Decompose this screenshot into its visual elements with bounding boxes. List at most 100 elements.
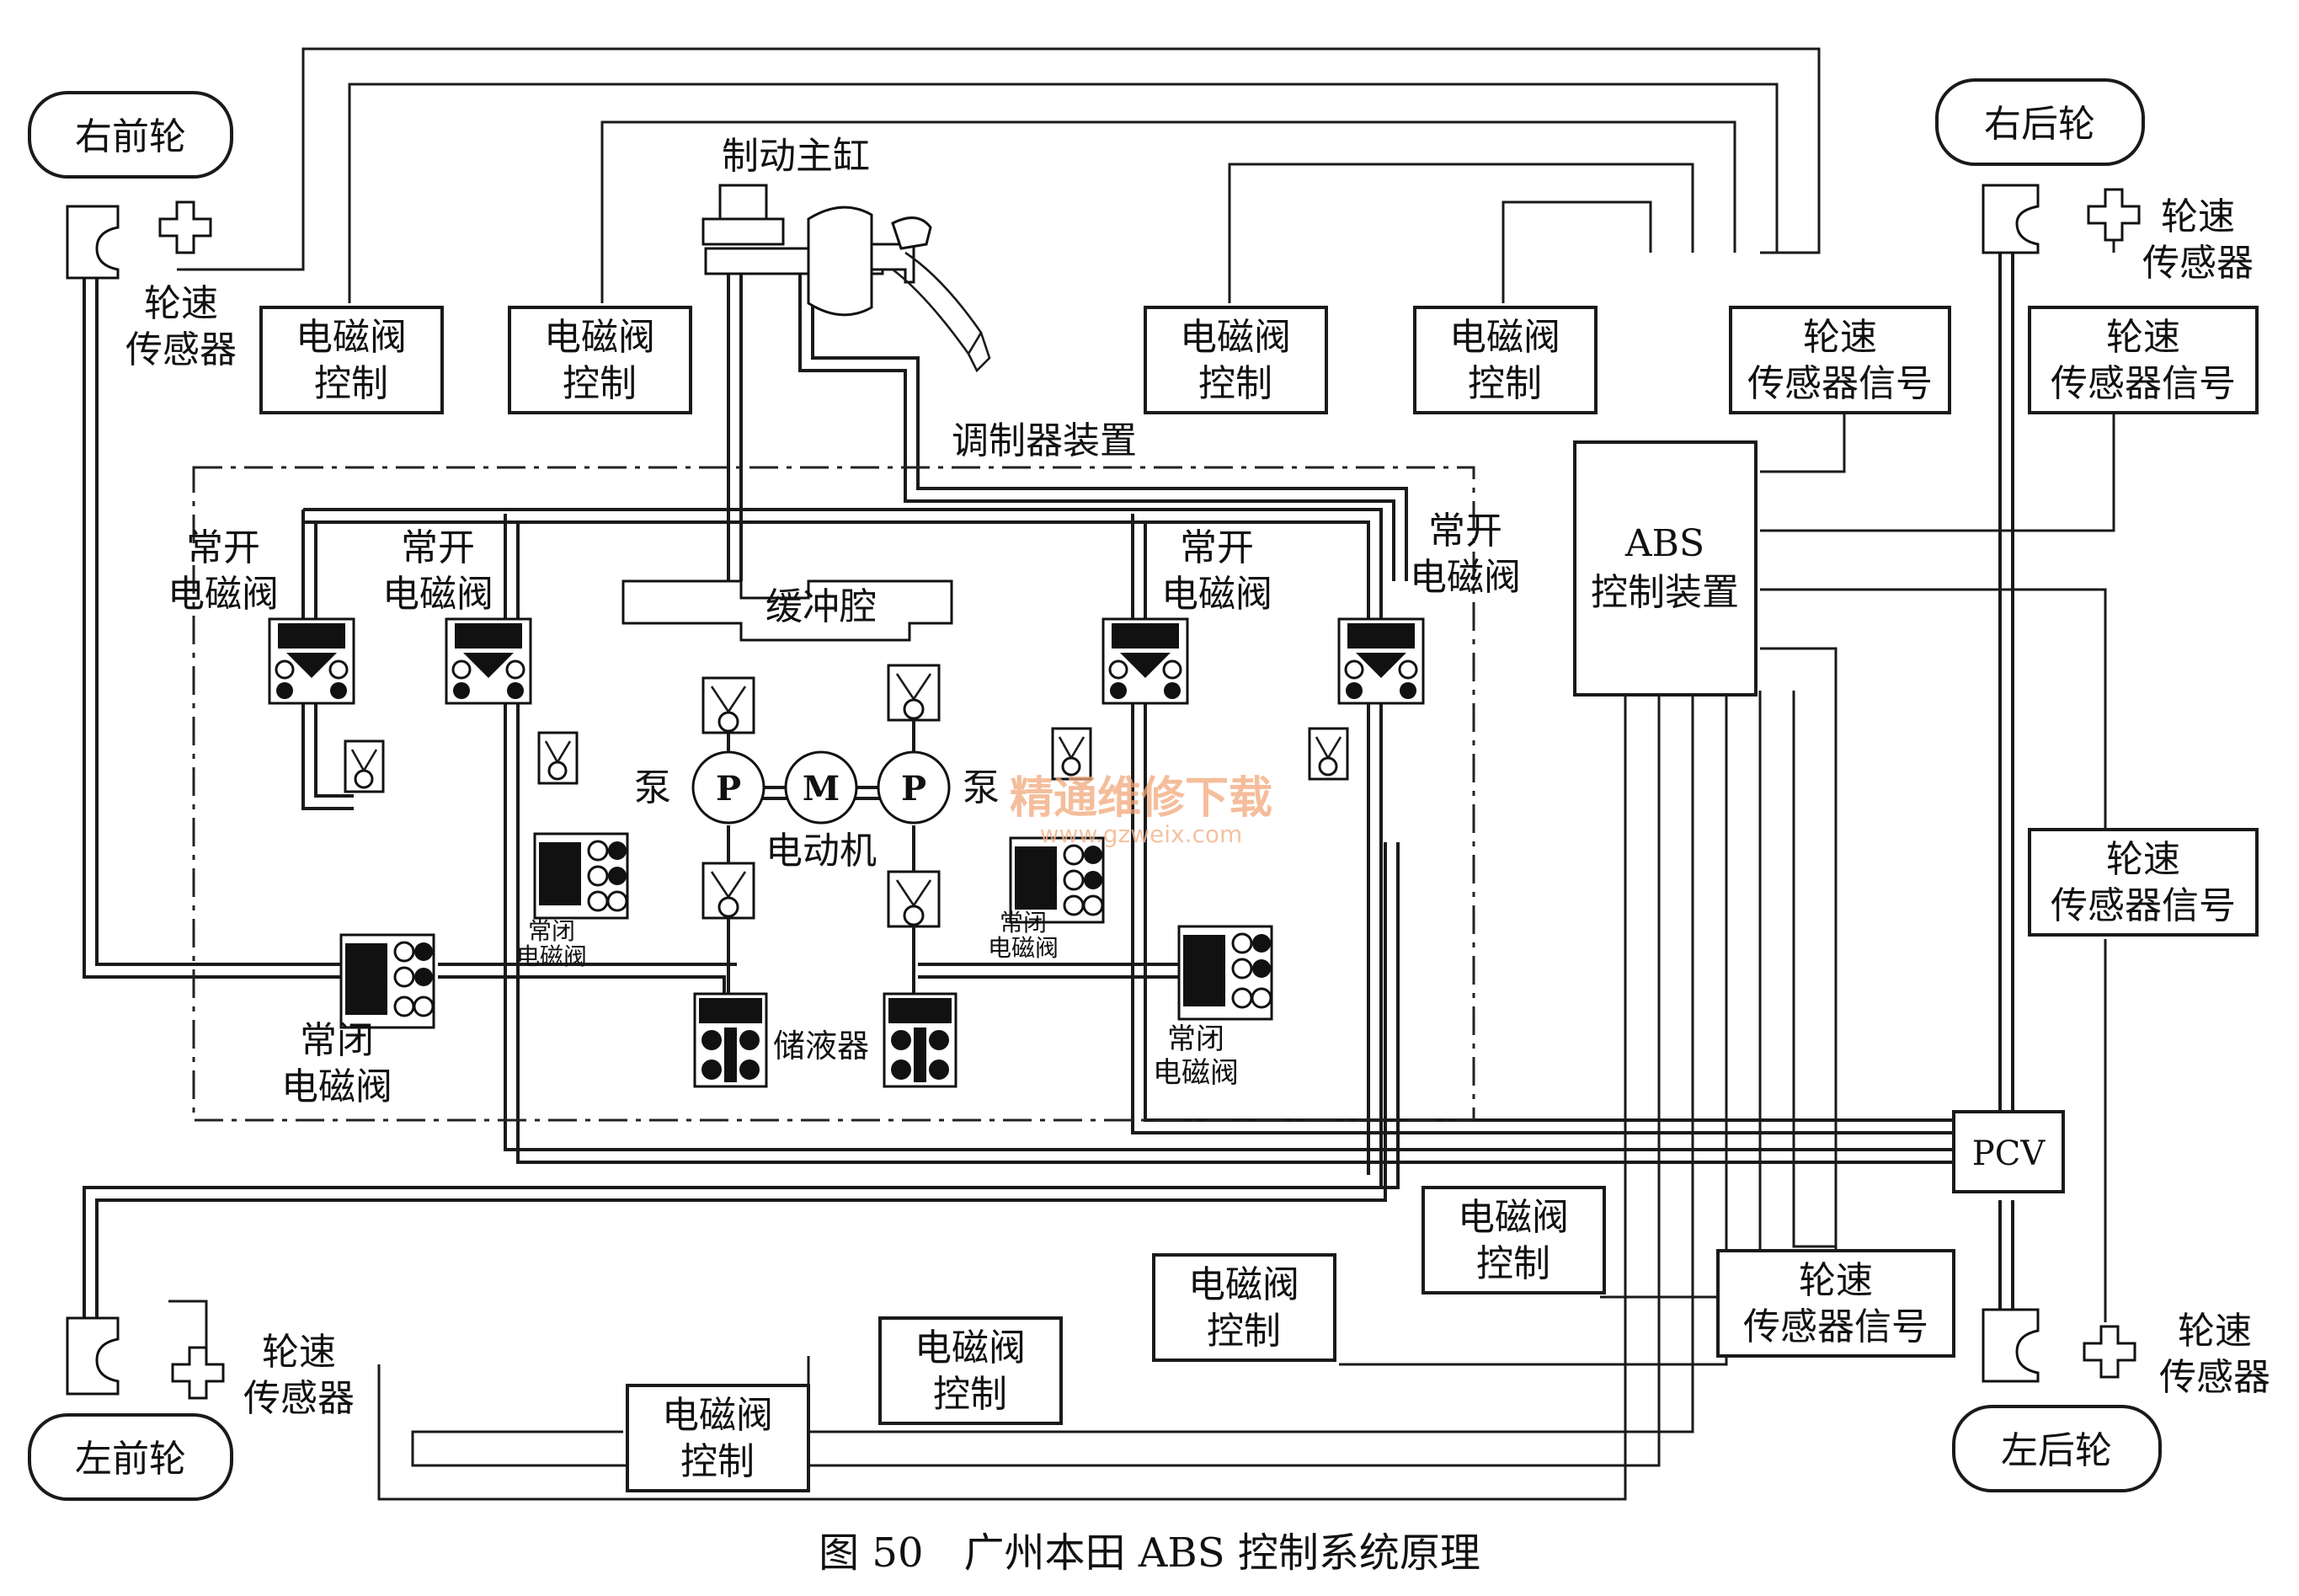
speed-signal-box-4	[1716, 1249, 1955, 1358]
solenoid-box-5	[1422, 1186, 1606, 1294]
nc-valve-2-line1: 常闭	[528, 917, 575, 945]
solenoid-8-line2: 控制	[680, 1440, 755, 1483]
solenoid-1-line2: 控制	[314, 362, 388, 405]
wheel-box-rear-right	[1935, 78, 2145, 166]
signal-3-line2: 传感器信号	[2051, 884, 2236, 927]
abs-control-unit-box	[1573, 440, 1758, 697]
normally-open-valve-3	[1101, 617, 1189, 705]
label-abs-line1: ABS	[1624, 522, 1704, 565]
signal-1-line2: 传感器信号	[1747, 362, 1933, 405]
pump-right-symbol: P	[901, 769, 926, 809]
speed-signal-box-3	[2028, 828, 2259, 937]
label-motor: 电动机	[765, 830, 877, 873]
normally-closed-valve-3	[1009, 836, 1105, 924]
solenoid-box-2	[508, 306, 692, 414]
no-valve-4-line2: 电磁阀	[1410, 556, 1521, 599]
master-cylinder	[701, 184, 991, 373]
label-rear-right: 右后轮	[1984, 103, 2095, 146]
label-pump-right: 泵	[963, 766, 1000, 809]
normally-open-valve-4	[1337, 617, 1425, 705]
solenoid-box-6	[1152, 1253, 1336, 1362]
check-valves	[344, 664, 1349, 928]
sensor-label-fr-2: 传感器	[125, 328, 237, 371]
no-valve-2-line2: 电磁阀	[382, 573, 493, 616]
solenoid-4-line1: 电磁阀	[1449, 316, 1560, 359]
normally-open-valve-2	[445, 617, 532, 705]
wheel-box-rear-left	[1952, 1405, 2162, 1492]
label-front-left: 左前轮	[75, 1438, 186, 1481]
pump-left-symbol: P	[716, 769, 741, 809]
caliper-rear-left	[1982, 1308, 2040, 1383]
sensor-label-rl-1: 轮速	[2178, 1310, 2252, 1353]
no-valve-1-line2: 电磁阀	[168, 573, 279, 616]
signal-wires	[168, 47, 2115, 1501]
sensor-label-rr-2: 传感器	[2142, 242, 2254, 285]
reservoir-right	[883, 992, 957, 1088]
hydraulic-lines	[83, 244, 2014, 1322]
speed-signal-box-2	[2028, 306, 2259, 414]
no-valve-3-line1: 常开	[1180, 526, 1254, 569]
solenoid-4-line2: 控制	[1468, 362, 1542, 405]
label-front-right: 右前轮	[75, 115, 186, 158]
signal-2-line2: 传感器信号	[2051, 362, 2236, 405]
signal-3-line1: 轮速	[2106, 838, 2180, 881]
label-pump-left: 泵	[634, 766, 671, 809]
nc-valve-1-line2: 电磁阀	[281, 1065, 392, 1108]
label-buffer-chamber: 缓冲腔	[765, 585, 877, 628]
solenoid-3-line1: 电磁阀	[1180, 316, 1291, 359]
nc-valve-3-line2: 电磁阀	[988, 934, 1059, 962]
pump-right	[877, 750, 951, 825]
solenoid-6-line1: 电磁阀	[1188, 1263, 1299, 1306]
nc-valve-2-line2: 电磁阀	[516, 942, 587, 970]
solenoid-2-line1: 电磁阀	[544, 316, 655, 359]
solenoid-7-line1: 电磁阀	[915, 1326, 1026, 1369]
sensor-icon-fl	[171, 1346, 225, 1400]
sensor-label-rl-2: 传感器	[2159, 1356, 2270, 1399]
no-valve-3-line2: 电磁阀	[1161, 573, 1272, 616]
signal-4-line2: 传感器信号	[1743, 1305, 1928, 1348]
no-valve-2-line1: 常开	[401, 526, 475, 569]
nc-valve-4-line1: 常闭	[1167, 1022, 1224, 1056]
label-reservoir: 储液器	[773, 1028, 869, 1065]
label-pcv: PCV	[1972, 1134, 2046, 1173]
pcv-box	[1952, 1110, 2065, 1193]
wheel-box-front-left	[28, 1413, 233, 1501]
nc-valve-1-line1: 常闭	[300, 1019, 374, 1062]
label-abs-line2: 控制装置	[1591, 571, 1739, 614]
sensor-label-fr-1: 轮速	[144, 282, 218, 325]
caliper-front-left	[66, 1316, 120, 1396]
solenoid-box-8	[626, 1384, 810, 1492]
normally-closed-valve-4	[1177, 925, 1273, 1021]
nc-valve-4-line2: 电磁阀	[1153, 1056, 1239, 1090]
figure-caption: 图 50 广州本田 ABS 控制系统原理	[819, 1529, 1480, 1577]
solenoid-2-line2: 控制	[563, 362, 637, 405]
signal-1-line1: 轮速	[1803, 316, 1877, 359]
pump-left	[691, 750, 765, 825]
watermark-url: www.gzweix.com	[1040, 820, 1243, 848]
sensor-label-fl-2: 传感器	[243, 1377, 355, 1420]
label-master-cylinder: 制动主缸	[722, 135, 870, 178]
speed-signal-box-1	[1729, 306, 1951, 414]
solenoid-box-1	[259, 306, 444, 414]
label-rear-left: 左后轮	[2001, 1429, 2112, 1472]
solenoid-box-7	[878, 1316, 1063, 1425]
normally-closed-valve-1	[339, 933, 435, 1029]
nc-valve-3-line1: 常闭	[1000, 909, 1047, 937]
solenoid-7-line2: 控制	[933, 1373, 1007, 1416]
solenoid-box-3	[1144, 306, 1328, 414]
sensor-icon-fr	[158, 200, 212, 254]
caliper-rear-right	[1982, 184, 2040, 254]
pump-motor-assembly	[691, 720, 951, 998]
solenoid-6-line2: 控制	[1207, 1310, 1281, 1353]
solenoid-8-line1: 电磁阀	[662, 1394, 773, 1437]
no-valve-1-line1: 常开	[186, 526, 260, 569]
solenoid-5-line2: 控制	[1476, 1242, 1550, 1285]
label-modulator: 调制器装置	[952, 419, 1137, 462]
no-valve-4-line1: 常开	[1428, 510, 1502, 552]
wheel-box-front-right	[28, 91, 233, 179]
motor-symbol: M	[803, 769, 840, 809]
caliper-front-right	[66, 205, 120, 280]
sensor-label-rr-1: 轮速	[2161, 195, 2235, 238]
sensor-label-fl-1: 轮速	[262, 1331, 336, 1374]
